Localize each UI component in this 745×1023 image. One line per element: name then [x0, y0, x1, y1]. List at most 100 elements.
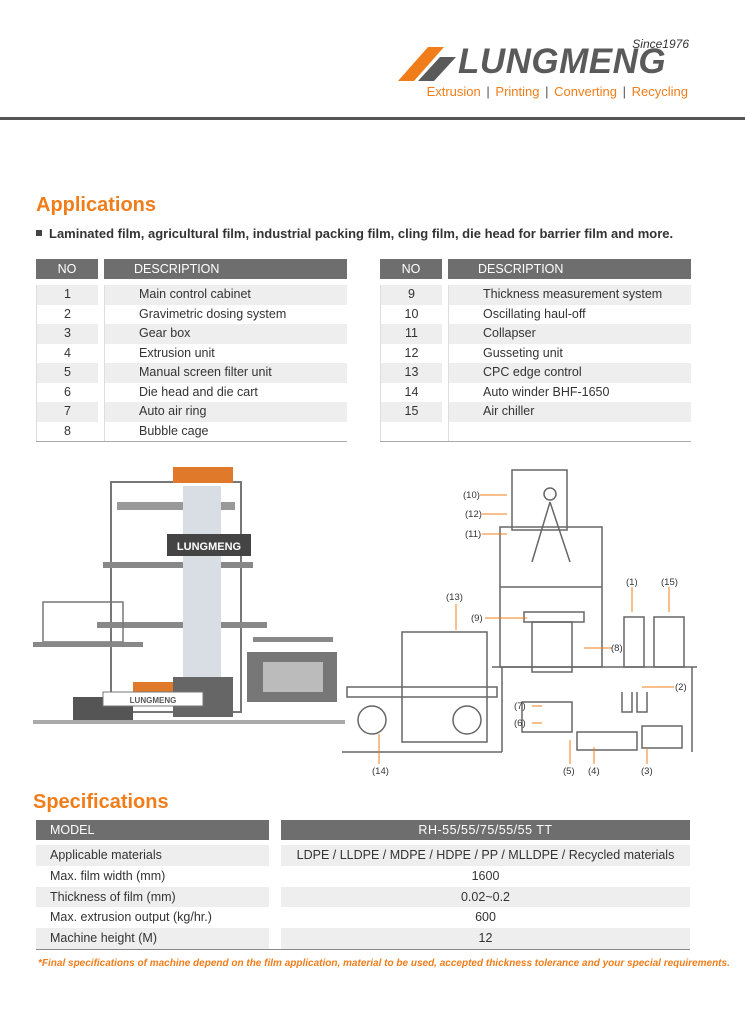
header-divider	[0, 117, 745, 120]
table-row: Machine height (M)12	[36, 928, 690, 949]
callout-1: (1)	[626, 577, 638, 588]
table-row: 10 Oscillating haul-off	[380, 304, 691, 324]
specifications-footnote: *Final specifications of machine depend …	[38, 958, 730, 969]
part-description: CPC edge control	[448, 363, 691, 383]
bullet-icon	[36, 230, 42, 236]
tagline-extrusion: Extrusion	[426, 84, 481, 99]
table-row: Thickness of film (mm) 0.02~0.2	[36, 886, 690, 908]
col-no-header: NO	[380, 259, 442, 279]
specs-header-row: MODEL RH-55/55/75/55/55 TT	[36, 820, 690, 840]
table-row: 14 Auto winder BHF-1650	[380, 382, 691, 402]
table-row: Max. film width (mm) 1600	[36, 865, 690, 887]
part-number: 10	[380, 304, 442, 324]
brand-name: LUNGMENG	[458, 42, 667, 81]
tagline: Extrusion | Printing | Converting | Recy…	[427, 84, 688, 99]
tagline-separator: |	[622, 84, 627, 99]
photo-brand-label: LUNGMENG	[177, 541, 241, 553]
part-description: Oscillating haul-off	[448, 304, 691, 324]
parts-table-header: NO DESCRIPTION	[36, 259, 347, 279]
part-number: 12	[380, 343, 442, 363]
part-number: 3	[36, 324, 98, 344]
brand-logo-icon	[398, 47, 456, 81]
table-row: 8 Bubble cage	[36, 421, 347, 441]
tagline-converting: Converting	[554, 84, 617, 99]
part-number: 11	[380, 324, 442, 344]
callout-10: (10)	[463, 490, 480, 501]
tagline-separator: |	[545, 84, 549, 99]
table-row: 2 Gravimetric dosing system	[36, 304, 347, 324]
since-label: Since1976	[632, 37, 689, 51]
part-description: Air chiller	[448, 402, 691, 422]
part-number: 13	[380, 363, 442, 383]
part-description: Thickness measurement system	[448, 285, 691, 305]
part-description: Manual screen filter unit	[104, 363, 347, 383]
part-description: Gear box	[104, 324, 347, 344]
table-row: 3 Gear box	[36, 324, 347, 344]
callout-8: (8)	[611, 643, 623, 654]
part-description: Gusseting unit	[448, 343, 691, 363]
part-number: 9	[380, 285, 442, 305]
callout-4: (4)	[588, 766, 600, 777]
part-number: 14	[380, 382, 442, 402]
part-description: Extrusion unit	[104, 343, 347, 363]
callout-5: (5)	[563, 766, 575, 777]
part-number: 4	[36, 343, 98, 363]
model-header: MODEL	[36, 820, 269, 840]
specifications-table: MODEL RH-55/55/75/55/55 TT Applicable ma…	[36, 820, 690, 950]
parts-rows: 9 Thickness measurement system 10 Oscillati…	[380, 285, 691, 442]
table-row: 5 Manual screen filter unit	[36, 363, 347, 383]
spec-label: Max. film width (mm)	[36, 865, 269, 887]
spec-value: LDPE / LLDPE / MDPE / HDPE / PP / MLLDPE…	[281, 845, 690, 866]
callout-11: (11)	[465, 529, 482, 540]
part-number: 8	[36, 421, 98, 441]
parts-table-header: NO DESCRIPTION	[380, 259, 691, 279]
page-header: Since1976 LUNGMENG Extrusion | Printing …	[0, 0, 745, 120]
table-row: 7 Auto air ring	[36, 402, 347, 422]
spec-label: Max. extrusion output (kg/hr.)	[36, 907, 269, 929]
spec-label: Thickness of film (mm)	[36, 886, 269, 908]
applications-title: Applications	[36, 194, 157, 216]
callout-9: (9)	[471, 613, 483, 624]
photo-brand-label: LUNGMENG	[130, 696, 177, 705]
part-description: Auto air ring	[104, 402, 347, 422]
callout-13: (13)	[446, 592, 463, 603]
tagline-separator: |	[486, 84, 490, 99]
part-number	[380, 421, 442, 441]
spec-value: 12	[281, 928, 690, 949]
part-description: Gravimetric dosing system	[104, 304, 347, 324]
table-row: Max. extrusion output (kg/hr.)600	[36, 907, 690, 929]
table-row	[380, 421, 691, 441]
spec-value: 0.02~0.2	[281, 886, 690, 908]
callout-3: (3)	[641, 766, 653, 777]
part-number: 1	[36, 285, 98, 305]
part-number: 7	[36, 402, 98, 422]
applications-text: Laminated film, agricultural film, indus…	[49, 226, 674, 241]
part-number: 6	[36, 382, 98, 402]
callout-12: (12)	[465, 509, 482, 520]
machine-photo: LUNGMENG LUNGMENG	[33, 467, 345, 724]
part-description	[448, 421, 691, 441]
callout-14: (14)	[372, 766, 389, 777]
table-row: 12 Gusseting unit	[380, 343, 691, 363]
callout-15: (15)	[661, 577, 678, 588]
callout-2: (2)	[675, 682, 687, 693]
spec-value: 1600	[281, 865, 690, 887]
part-number: 5	[36, 363, 98, 383]
part-number: 2	[36, 304, 98, 324]
col-description-header: DESCRIPTION	[448, 259, 691, 279]
col-no-header: NO	[36, 259, 98, 279]
table-row: 9 Thickness measurement system	[380, 285, 691, 305]
part-description: Auto winder BHF-1650	[448, 382, 691, 402]
part-description: Bubble cage	[104, 421, 347, 441]
machine-diagram	[342, 469, 697, 764]
callout-7: (7)	[514, 701, 526, 712]
tagline-printing: Printing	[495, 84, 540, 99]
model-value: RH-55/55/75/55/55 TT	[281, 820, 690, 840]
